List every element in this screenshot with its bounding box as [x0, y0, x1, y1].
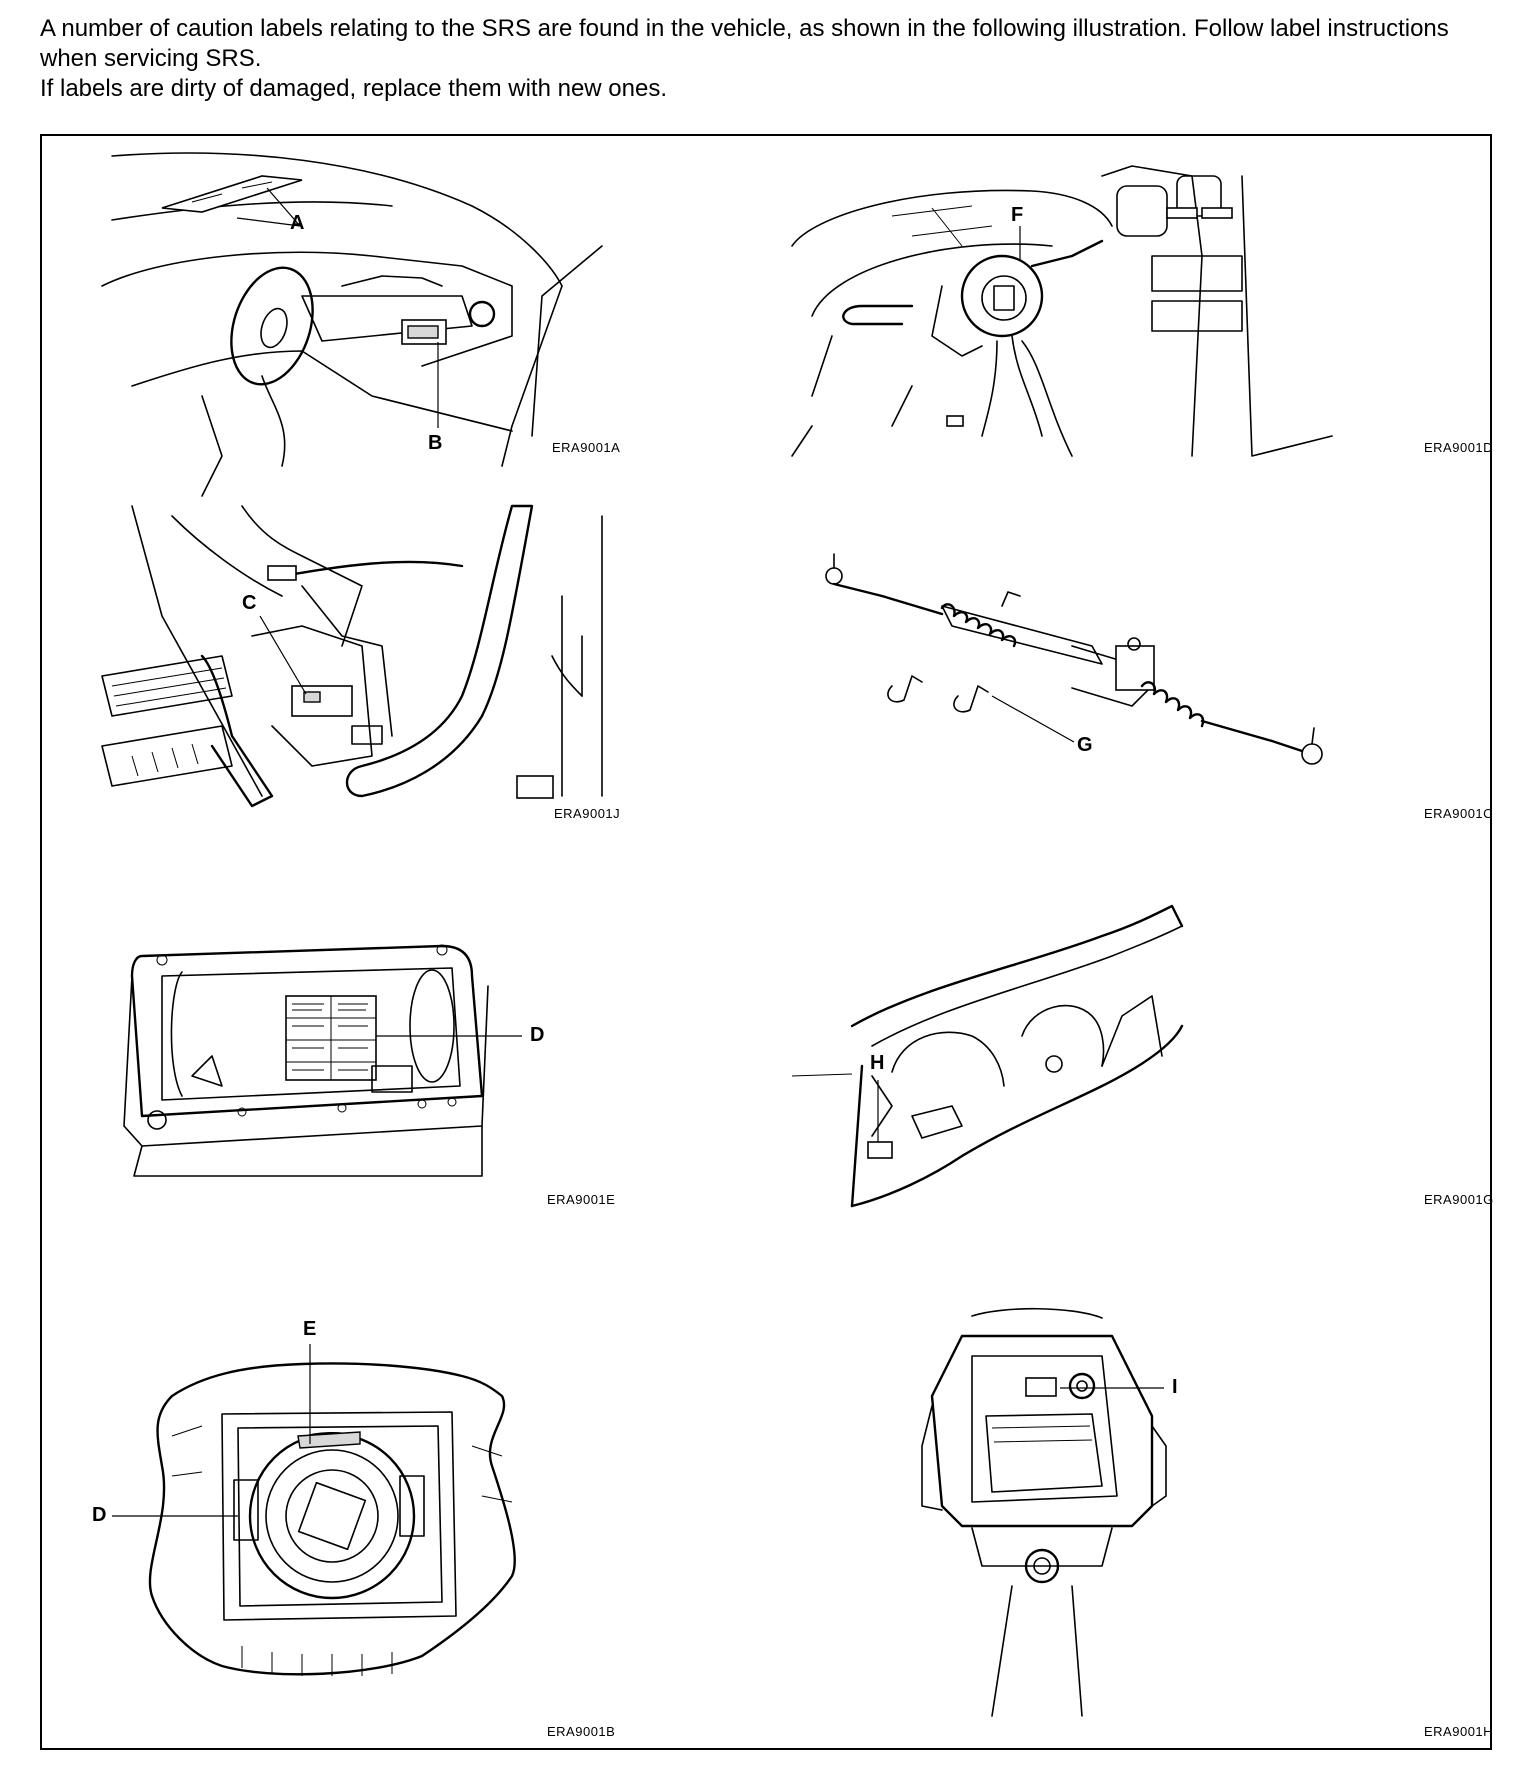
- figure-code: ERA9001H: [1424, 1724, 1494, 1739]
- figure-code: ERA9001D: [1424, 440, 1494, 455]
- label-A: A: [290, 212, 305, 234]
- figure-code: ERA9001J: [554, 806, 621, 821]
- dashboard-illustration: [101, 152, 603, 497]
- figure-code: ERA9001B: [547, 1724, 616, 1739]
- panel-belt-retractor: I ERA9001H: [772, 1296, 1494, 1750]
- intro-line-1: A number of caution labels relating to t…: [40, 15, 1449, 72]
- wheel-pad-illustration: [112, 1344, 516, 1676]
- panel-rack: G ERA9001C: [772, 496, 1494, 876]
- label-D: D: [92, 1504, 107, 1526]
- instrument-panel-illustration: [791, 904, 1184, 1208]
- panel-wheel-pad: E D ERA9001B: [42, 1296, 742, 1750]
- belt-retractor-illustration: [921, 1307, 1167, 1717]
- figure-code: ERA9001A: [552, 440, 621, 455]
- label-D: D: [530, 1024, 545, 1046]
- label-E: E: [303, 1318, 317, 1340]
- intro-text: A number of caution labels relating to t…: [40, 14, 1500, 104]
- panel-airbag-module: D ERA9001E: [42, 876, 742, 1296]
- pedal-illustration: [101, 504, 603, 808]
- intro-line-2: If labels are dirty of damaged, replace …: [40, 75, 667, 102]
- figure-code: ERA9001C: [1424, 806, 1494, 821]
- panel-column: F ERA9001D: [772, 136, 1494, 496]
- figure-code: ERA9001G: [1424, 1192, 1494, 1207]
- illustration-frame: A B ERA9001A: [40, 134, 1494, 1750]
- label-G: G: [1077, 734, 1093, 756]
- column-illustration: [791, 165, 1333, 457]
- figure-code: ERA9001E: [547, 1192, 616, 1207]
- panel-dashboard: A B ERA9001A: [42, 136, 742, 497]
- label-H: H: [870, 1052, 885, 1074]
- label-B: B: [428, 432, 443, 454]
- airbag-module-illustration: [123, 944, 522, 1177]
- label-F: F: [1011, 204, 1024, 226]
- panel-instrument-panel: H ERA9001G: [772, 876, 1494, 1296]
- panel-pedal: C ERA9001J: [42, 496, 742, 876]
- label-C: C: [242, 592, 257, 614]
- label-I: I: [1172, 1376, 1178, 1398]
- rack-illustration: [825, 553, 1323, 765]
